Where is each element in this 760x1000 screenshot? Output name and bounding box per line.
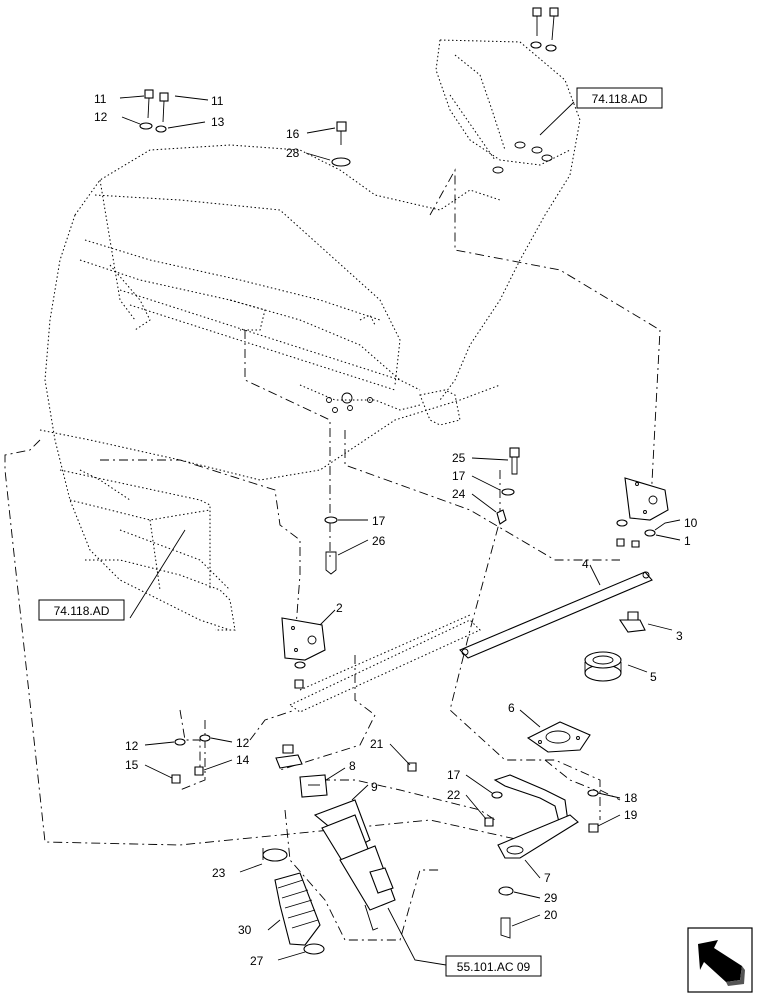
reference-label-top[interactable]: 74.118.AD bbox=[576, 87, 663, 109]
callout-19: 19 bbox=[624, 808, 638, 822]
callout-29: 29 bbox=[544, 891, 558, 905]
callout-22: 22 bbox=[447, 788, 461, 802]
callout-12: 12 bbox=[236, 736, 250, 750]
callout-14: 14 bbox=[236, 753, 250, 767]
bushing-5 bbox=[584, 651, 622, 682]
bolts-11-12-13 bbox=[139, 89, 169, 133]
callout-9: 9 bbox=[371, 780, 378, 794]
callout-18: 18 bbox=[624, 791, 638, 805]
callout-8: 8 bbox=[349, 759, 356, 773]
link-bar-4 bbox=[459, 571, 653, 659]
callout-4: 4 bbox=[582, 557, 589, 571]
callout-17: 17 bbox=[372, 514, 386, 528]
svg-text:55.101.AC 09: 55.101.AC 09 bbox=[457, 960, 531, 974]
callout-12: 12 bbox=[125, 739, 139, 753]
callout-26: 26 bbox=[372, 534, 386, 548]
callout-5: 5 bbox=[650, 670, 657, 684]
lever-arm-7 bbox=[493, 774, 579, 859]
svg-text:74.118.AD: 74.118.AD bbox=[592, 92, 648, 106]
reference-label-actuator[interactable]: 55.101.AC 09 bbox=[445, 955, 542, 977]
reference-label-left[interactable]: 74.118.AD bbox=[38, 599, 125, 621]
callout-1: 1 bbox=[684, 534, 691, 548]
callout-11: 11 bbox=[211, 94, 224, 108]
flange-6 bbox=[526, 721, 591, 753]
callout-17: 17 bbox=[447, 768, 461, 782]
callout-2: 2 bbox=[336, 601, 343, 615]
svg-text:74.118.AD: 74.118.AD bbox=[54, 604, 110, 618]
actuator-9 bbox=[313, 799, 396, 931]
nut-3 bbox=[618, 611, 646, 633]
leader-lines bbox=[119, 95, 681, 966]
assembly-centerlines bbox=[4, 168, 661, 941]
callout-16: 16 bbox=[286, 127, 300, 141]
bolt-25-group bbox=[496, 447, 520, 525]
callout-11: 11 bbox=[94, 92, 107, 106]
bolt-16-washer-28 bbox=[331, 121, 351, 167]
callout-20: 20 bbox=[544, 908, 558, 922]
callout-3: 3 bbox=[676, 629, 683, 643]
bracket-2 bbox=[281, 617, 326, 689]
callout-23: 23 bbox=[212, 866, 226, 880]
callout-10: 10 bbox=[684, 516, 698, 530]
callout-28: 28 bbox=[286, 146, 300, 160]
top-bolts bbox=[530, 7, 559, 52]
callout-30: 30 bbox=[238, 923, 252, 937]
callout-numbers: 11 11 12 13 16 28 25 17 24 17 26 10 1 4 … bbox=[94, 92, 698, 968]
callout-21: 21 bbox=[370, 737, 384, 751]
callout-15: 15 bbox=[125, 758, 139, 772]
callout-7: 7 bbox=[544, 871, 551, 885]
callout-6: 6 bbox=[508, 701, 515, 715]
callout-27: 27 bbox=[250, 954, 264, 968]
bolt-26-group bbox=[324, 516, 338, 575]
bracket-10 bbox=[616, 477, 669, 548]
callout-13: 13 bbox=[211, 115, 225, 129]
boot-assembly bbox=[262, 848, 325, 955]
callout-17: 17 bbox=[452, 469, 466, 483]
callout-12: 12 bbox=[94, 110, 108, 124]
view-direction-arrow-icon[interactable] bbox=[687, 927, 753, 993]
clip-8 bbox=[299, 774, 328, 798]
small-hardware-left bbox=[171, 734, 303, 784]
callout-24: 24 bbox=[452, 487, 466, 501]
callout-25: 25 bbox=[452, 451, 466, 465]
